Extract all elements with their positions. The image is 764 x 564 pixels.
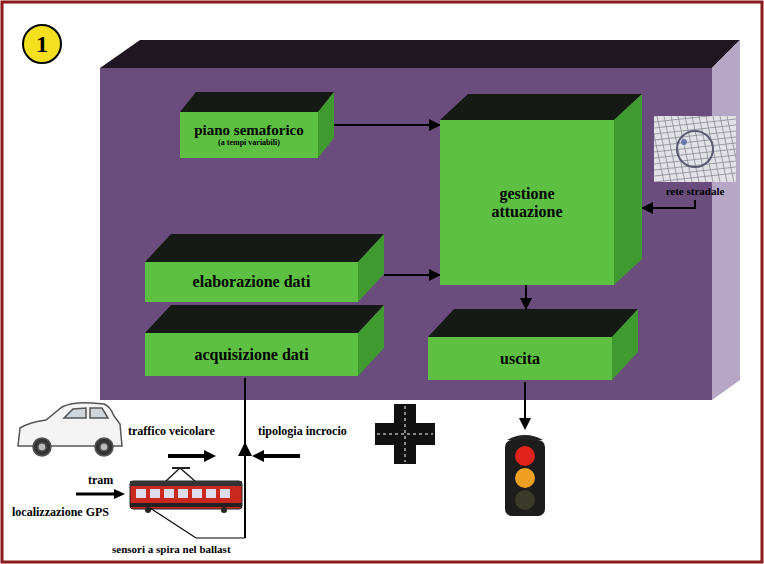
system-block-top — [100, 40, 740, 68]
box-subtitle: (a tempi variabili) — [218, 139, 280, 148]
flow-arrow — [384, 274, 440, 276]
map-ring-road — [677, 131, 713, 167]
input-label: localizzazione GPS — [12, 506, 109, 519]
box-title: uscita — [500, 350, 540, 368]
map-spot — [681, 139, 687, 145]
input-label: tram — [88, 474, 113, 487]
sensor-wire — [150, 378, 252, 538]
box-top-face — [428, 309, 638, 337]
flow-arrow — [334, 124, 440, 126]
process-box: elaborazione dati — [145, 262, 358, 302]
flow-arrow — [525, 285, 527, 309]
system-block-front — [100, 68, 712, 400]
box-top-face — [145, 234, 384, 262]
output-arrow — [519, 382, 531, 430]
box-top-face — [145, 305, 384, 333]
box-title: gestione attuazione — [470, 185, 584, 220]
traffic-light-icon — [505, 435, 545, 516]
road-map-image — [654, 116, 736, 182]
box-side-face — [358, 234, 384, 302]
process-box: acquisizione dati — [145, 333, 358, 376]
input-arrow — [76, 489, 125, 499]
process-box: gestione attuazione — [440, 120, 614, 285]
flow-arrow — [642, 200, 695, 208]
intersection-icon — [375, 404, 435, 464]
box-title: piano semaforico — [194, 122, 304, 139]
input-arrow — [168, 450, 216, 462]
box-title: elaborazione dati — [193, 273, 311, 291]
box-top-face — [180, 92, 334, 112]
system-block-side — [712, 40, 740, 400]
box-title: acquisizione dati — [194, 346, 308, 364]
tram-illustration — [130, 468, 242, 513]
box-side-face — [358, 305, 384, 376]
map-streets — [654, 116, 736, 182]
map-figure: rete stradale — [650, 116, 740, 200]
car-illustration — [18, 403, 122, 456]
box-side-face — [614, 94, 642, 285]
callout-circle: 1 — [22, 24, 62, 64]
input-label: sensori a spira nel ballast — [112, 543, 231, 555]
process-box: piano semaforico(a tempi variabili) — [180, 112, 318, 158]
box-side-face — [318, 92, 334, 158]
input-arrow — [252, 450, 300, 462]
box-side-face — [612, 309, 638, 380]
box-top-face — [440, 94, 642, 120]
map-ground — [654, 116, 736, 182]
callout-number: 1 — [36, 31, 48, 57]
input-label: traffico veicolare — [128, 425, 215, 438]
input-label: tipologia incrocio — [258, 425, 347, 438]
map-caption: rete stradale — [666, 185, 725, 197]
process-box: uscita — [428, 337, 612, 380]
